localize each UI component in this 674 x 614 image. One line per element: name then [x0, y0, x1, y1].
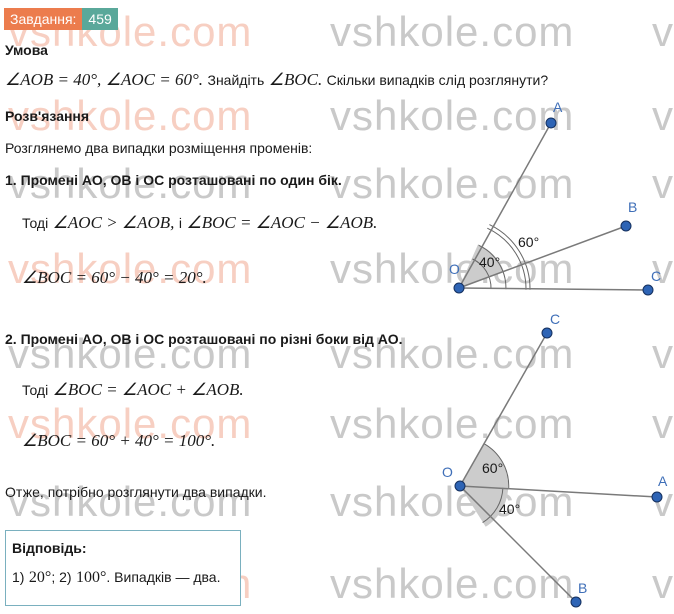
question-text: Скільки випадків слід розглянути? — [326, 72, 549, 88]
point-a — [545, 117, 557, 129]
point-a — [651, 491, 663, 503]
label-c: C — [550, 311, 560, 327]
i-word: і — [178, 215, 182, 231]
ray-ob — [459, 485, 577, 603]
condition-heading: Умова — [5, 42, 48, 58]
watermark: vshkole.com — [8, 330, 253, 377]
watermark: vshkole.com — [652, 478, 674, 525]
angle-aob: ∠AOB = 40°, — [5, 70, 102, 89]
label-a: A — [658, 473, 668, 489]
watermark: vshkole.com — [330, 560, 575, 607]
label-a: A — [553, 99, 563, 115]
task-number: 459 — [82, 8, 118, 30]
point-o — [454, 480, 466, 492]
then-word: Тоді — [22, 382, 49, 398]
answer-text: 1) 20°; 2) 100°. Випадків — два. — [12, 569, 220, 587]
answer-tail: . Випадків — два. — [106, 569, 221, 585]
ray-oc — [459, 332, 548, 487]
watermark: vshkole.com — [652, 160, 674, 207]
angle-arc-aoc — [487, 227, 527, 290]
label-c: C — [651, 268, 661, 284]
solution-intro: Розглянемо два випадки розміщення промен… — [5, 140, 313, 156]
task-badge: Завдання: 459 — [4, 8, 118, 30]
point-o — [453, 282, 465, 294]
watermark: vshkole.com — [652, 8, 674, 55]
then-word: Тоді — [22, 215, 49, 231]
watermark: vshkole.com — [652, 330, 674, 377]
label-o: O — [442, 464, 453, 480]
case1-inequality: ∠AOC > ∠AOB, — [52, 213, 175, 232]
case2-title: 2. Промені АО, ОВ і ОС розташовані по рі… — [5, 331, 403, 347]
angle-arc-40 — [472, 258, 492, 290]
watermark: vshkole.com — [652, 560, 674, 607]
case1-calc: ∠BOC = 60° − 40° = 20°. — [22, 268, 207, 287]
ray-ob — [458, 225, 627, 289]
solution-heading: Розв'язання — [5, 108, 90, 124]
case1-title: 1. Промені АО, ОВ і ОС розташовані по од… — [5, 172, 342, 188]
figure-case2: C A B O 60° 40° — [442, 311, 668, 608]
watermark: vshkole.com — [652, 400, 674, 447]
ray-oc — [458, 287, 649, 291]
angle-aoc: ∠AOC = 60°. — [105, 70, 204, 89]
point-b — [620, 220, 632, 232]
watermark: vshkole.com — [330, 8, 575, 55]
watermark: vshkole.com — [652, 245, 674, 292]
watermark: vshkole.com — [330, 92, 575, 139]
point-c — [642, 284, 654, 296]
label-angle-60: 60° — [518, 234, 539, 250]
answer-separator: ; 2) — [51, 569, 72, 585]
angle-arc-aob — [478, 244, 507, 290]
label-angle-60: 60° — [482, 460, 503, 476]
ray-oa — [458, 122, 552, 289]
answer-value2: 100° — [76, 569, 107, 586]
case1-relation: Тоді ∠AOC > ∠AOB, і ∠BOC = ∠AOC − ∠AOB. — [22, 213, 377, 233]
watermark: vshkole.com — [8, 92, 253, 139]
angle-arc-aoc — [489, 224, 531, 290]
ray-oa — [459, 485, 658, 498]
angle-boc: ∠BOC. — [268, 70, 323, 89]
watermark: vshkole.com — [330, 160, 575, 207]
case2-relation: Тоді ∠BOC = ∠AOC + ∠AOB. — [22, 380, 244, 400]
label-angle-40: 40° — [499, 501, 520, 517]
case1-formula: ∠BOC = ∠AOC − ∠AOB. — [186, 213, 378, 232]
answer-heading: Відповідь: — [12, 540, 87, 556]
label-angle-40: 40° — [479, 254, 500, 270]
point-b — [570, 596, 582, 608]
task-label: Завдання: — [4, 8, 83, 30]
watermark: vshkole.com — [330, 245, 575, 292]
case2-formula: ∠BOC = ∠AOC + ∠AOB. — [52, 380, 244, 399]
watermark: vshkole.com — [8, 478, 253, 525]
point-c — [541, 327, 553, 339]
watermark: vshkole.com — [8, 245, 253, 292]
answer-part1: 1) — [12, 569, 25, 585]
answer-value1: 20° — [28, 569, 52, 586]
label-b: B — [578, 580, 587, 596]
angle-arc-aoc — [483, 442, 510, 489]
figure-case1: A B C O 60° 40° — [449, 99, 661, 296]
watermark: vshkole.com — [8, 160, 253, 207]
find-text: Знайдіть — [207, 72, 265, 88]
conclusion: Отже, потрібно розглянути два випадки. — [5, 484, 267, 500]
answer-box: Відповідь: 1) 20°; 2) 100°. Випадків — д… — [5, 530, 241, 606]
condition-text: ∠AOB = 40°, ∠AOC = 60°. Знайдіть ∠BOC. С… — [5, 70, 548, 90]
label-o: O — [449, 261, 460, 277]
watermark: vshkole.com — [330, 330, 575, 377]
watermark: vshkole.com — [8, 400, 253, 447]
watermark: vshkole.com — [652, 92, 674, 139]
watermark: vshkole.com — [330, 400, 575, 447]
watermark: vshkole.com — [330, 478, 575, 525]
angle-arc-aob — [482, 487, 504, 524]
label-b: B — [628, 199, 637, 215]
case2-calc: ∠BOC = 60° + 40° = 100°. — [22, 431, 216, 450]
